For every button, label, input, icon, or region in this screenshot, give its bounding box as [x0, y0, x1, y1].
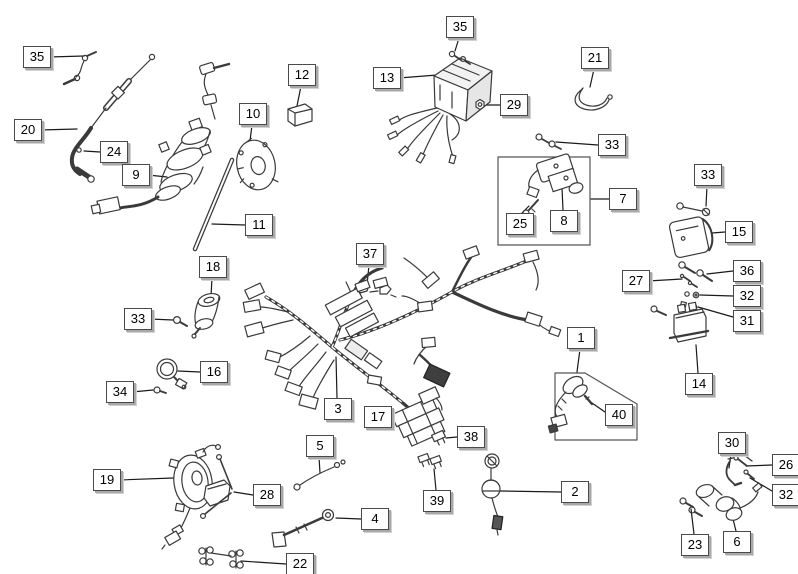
part-label-11[interactable]: 11 — [245, 214, 273, 236]
part-label-26[interactable]: 26 — [772, 454, 798, 476]
part-label-3[interactable]: 3 — [324, 398, 352, 420]
part-ignition-switch — [90, 61, 231, 215]
part-label-19[interactable]: 19 — [93, 469, 121, 491]
part-label-13[interactable]: 13 — [373, 67, 401, 89]
part-pin-40 — [583, 394, 594, 406]
part-rotor-cover-10 — [236, 137, 279, 191]
part-bolts-28 — [200, 454, 233, 519]
part-fuse-38 — [430, 429, 446, 446]
part-jumper-wire-5 — [293, 459, 346, 491]
part-label-6[interactable]: 6 — [723, 531, 751, 553]
part-label-35-b[interactable]: 35 — [446, 16, 474, 38]
part-nut-29 — [475, 98, 485, 111]
part-label-27[interactable]: 27 — [622, 270, 650, 292]
part-screw-33c — [173, 316, 188, 327]
part-label-33-c[interactable]: 33 — [124, 308, 152, 330]
part-label-4[interactable]: 4 — [361, 508, 389, 530]
part-label-12[interactable]: 12 — [288, 64, 316, 86]
part-screw-34 — [153, 386, 167, 394]
part-label-28[interactable]: 28 — [253, 484, 281, 506]
part-label-33-b[interactable]: 33 — [694, 164, 722, 186]
part-label-22[interactable]: 22 — [286, 553, 314, 574]
part-screws-35b — [448, 50, 471, 65]
part-fuse-box-17 — [390, 386, 446, 447]
part-label-5[interactable]: 5 — [306, 435, 334, 457]
part-label-39[interactable]: 39 — [423, 490, 451, 512]
part-main-wiring-harness — [242, 245, 562, 432]
part-label-16[interactable]: 16 — [200, 361, 228, 383]
part-condenser-18 — [191, 292, 221, 339]
part-pins-27 — [679, 273, 698, 288]
part-label-40[interactable]: 40 — [605, 404, 633, 426]
part-rubber-block-12 — [287, 103, 313, 127]
part-washers-32a — [684, 291, 700, 299]
part-pins-26 — [733, 454, 753, 467]
part-label-21[interactable]: 21 — [581, 47, 609, 69]
group-box-7 — [497, 156, 591, 246]
part-fuses-39 — [417, 452, 442, 470]
part-cdi-unit — [386, 57, 493, 165]
part-label-35-a[interactable]: 35 — [23, 46, 51, 68]
part-label-14[interactable]: 14 — [685, 373, 713, 395]
part-label-30[interactable]: 30 — [718, 432, 746, 454]
part-label-32-a[interactable]: 32 — [733, 285, 761, 307]
part-label-23[interactable]: 23 — [681, 534, 709, 556]
part-label-38[interactable]: 38 — [457, 426, 485, 448]
part-regulator-15 — [668, 216, 714, 259]
part-horn-16 — [156, 358, 188, 390]
part-label-31[interactable]: 31 — [733, 310, 761, 332]
part-label-24[interactable]: 24 — [100, 141, 128, 163]
part-screws-33b — [676, 202, 711, 217]
part-cap-assembly-2 — [481, 453, 504, 536]
part-label-8[interactable]: 8 — [550, 210, 578, 232]
part-label-2[interactable]: 2 — [561, 481, 589, 503]
part-label-20[interactable]: 20 — [14, 119, 42, 141]
part-label-33-a[interactable]: 33 — [598, 134, 626, 156]
part-label-10[interactable]: 10 — [239, 103, 267, 125]
part-screws-23 — [679, 497, 703, 517]
part-cable-clamps-22 — [198, 546, 244, 569]
part-ignition-coil-6 — [695, 482, 763, 521]
part-screws-36 — [678, 261, 713, 282]
part-label-17[interactable]: 17 — [364, 406, 392, 428]
part-label-9[interactable]: 9 — [122, 164, 150, 186]
part-bracket-assembly-8 — [526, 153, 584, 199]
part-wire-30 — [725, 457, 743, 487]
part-label-7[interactable]: 7 — [609, 188, 637, 210]
part-label-15[interactable]: 15 — [725, 221, 753, 243]
part-label-1[interactable]: 1 — [567, 327, 595, 349]
part-screw-bracket-35a — [62, 51, 97, 86]
part-label-29[interactable]: 29 — [500, 94, 528, 116]
part-pickup-coil-1 — [547, 375, 588, 434]
part-screws-33a — [535, 133, 562, 150]
part-starter-relay-14 — [650, 301, 710, 343]
part-band-clamp-21 — [574, 87, 613, 111]
part-throttle-cable — [69, 53, 156, 183]
part-label-34[interactable]: 34 — [106, 381, 134, 403]
part-label-37[interactable]: 37 — [356, 243, 384, 265]
part-label-25[interactable]: 25 — [506, 213, 534, 235]
part-cable-adjuster-24 — [76, 147, 82, 153]
part-lead-wire-4 — [271, 508, 335, 548]
part-label-36[interactable]: 36 — [733, 260, 761, 282]
part-label-32-b[interactable]: 32 — [772, 484, 798, 506]
part-rod-11 — [192, 157, 235, 252]
part-label-18[interactable]: 18 — [199, 256, 227, 278]
part-pin-32b — [743, 469, 755, 480]
